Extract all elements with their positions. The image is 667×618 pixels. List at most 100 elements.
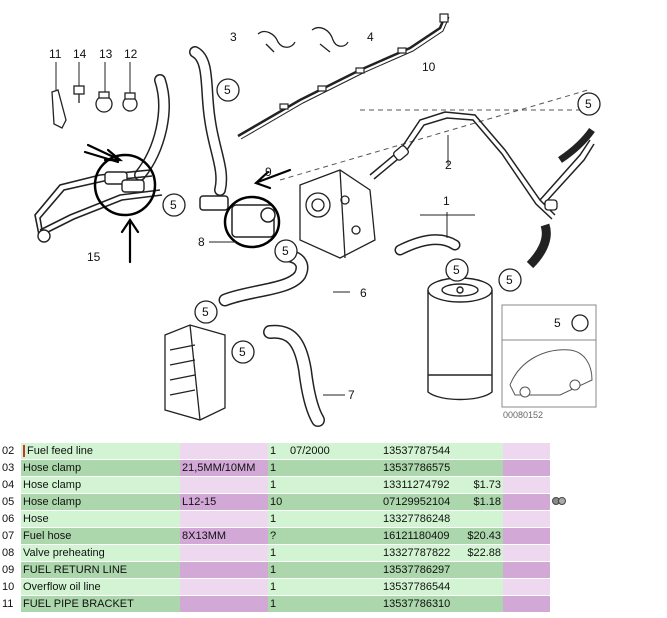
image-code: 00080152 [503,410,543,420]
leader-lines [55,62,449,396]
part-price [461,578,503,596]
part-date [288,544,337,562]
part-description-text: Fuel hose [23,530,72,542]
part-spec: 21,5MM/10MM [180,459,268,477]
part-quantity: 1 [268,578,288,596]
icon-cell[interactable] [550,493,574,511]
part-number-index-text: 07 [2,530,15,542]
part-price-text: $22.88 [467,547,501,559]
parts-icon[interactable] [552,496,566,510]
label-3: 3 [230,30,237,44]
part-number-index: 03 [0,459,21,477]
callout-5-c: 5 [170,198,177,212]
part-quantity-text: 1 [270,445,277,457]
part-catalog-number: 13537787544 [381,443,461,460]
part-quantity-text: 1 [270,581,277,593]
part-number-index-text: 05 [2,496,15,508]
valve-preheating [199,195,276,238]
part-number-index: 06 [0,510,21,528]
callout-5-e: 5 [453,263,460,277]
part-description-text: Valve preheating [23,547,105,559]
part-spec [180,578,268,596]
part-description: Valve preheating [21,544,180,562]
table-row[interactable]: 10 Overflow oil line 1 13537786544 [0,578,574,596]
line-2-fittings [393,127,595,269]
overflow-oil-line [237,13,450,140]
dashed-reference-lines [279,89,590,181]
part-quantity: 10 [268,493,288,511]
part-spec [180,595,268,613]
part-price: $22.88 [461,544,503,562]
part-spec-text: 8X13MM [182,530,227,542]
part-catalog-number-text: 13537786575 [383,462,451,474]
part-description-text: Fuel feed line [27,444,94,457]
spacer-cell [503,459,550,477]
part-catalog-number: 16121180409 [381,527,461,545]
spacer-cell [503,443,550,460]
callout-5-h: 5 [239,345,246,359]
spacer-cell [503,493,550,511]
part-date [288,493,337,511]
part-price-text: $1.18 [473,496,501,508]
part-quantity: 1 [268,459,288,477]
label-12: 12 [124,47,138,61]
label-1: 1 [443,194,450,208]
part-catalog-number-text: 13537787544 [383,445,451,457]
part-number-index: 08 [0,544,21,562]
icon-cell [550,476,574,494]
part-quantity-text: 1 [270,547,277,559]
part-description: Overflow oil line [21,578,180,596]
car-thumbnail [501,304,597,408]
part-date [288,459,337,477]
label-4: 4 [367,30,374,44]
part-catalog-number-text: 13537786544 [383,581,451,593]
part-date [288,510,337,528]
part-price [461,561,503,579]
part-date [288,476,337,494]
part-quantity: 1 [268,443,288,460]
annotation-circle-left [93,153,157,217]
part-quantity-text: 10 [270,496,283,508]
part-quantity: 1 [268,476,288,494]
connector-15 [37,171,145,243]
label-7: 7 [348,388,355,402]
part-spec [180,561,268,579]
part-quantity: 1 [268,544,288,562]
part-spec [180,510,268,528]
part-description: Fuel hose [21,527,180,545]
part-description: Hose clamp [21,476,180,494]
part-spec-text: 21,5MM/10MM [182,462,256,474]
part-catalog-number-text: 13327787822 [383,547,451,559]
spacer-cell [503,527,550,545]
fuel-filter [427,277,493,401]
spacer-cell [337,561,381,579]
part-number-index-text: 10 [2,581,15,593]
spacer-cell [337,544,381,562]
part-quantity-text: 1 [270,513,277,525]
part-description-text: Hose [23,513,49,525]
part-number-index: 07 [0,527,21,545]
part-price-text: $1.73 [473,479,501,491]
part-catalog-number: 13537786575 [381,459,461,477]
part-spec [180,443,268,460]
part-number-index: 09 [0,561,21,579]
spacer-cell [337,595,381,613]
part-catalog-number: 13537786310 [381,595,461,613]
part-number-index-text: 03 [2,462,15,474]
part-description-text: FUEL RETURN LINE [23,564,128,576]
part-quantity-text: ? [270,530,277,542]
part-catalog-number-text: 13311274792 [383,479,450,491]
part-description-text: Hose clamp [23,479,82,491]
part-description-text: FUEL PIPE BRACKET [23,598,134,610]
part-description: Hose clamp [21,459,180,477]
